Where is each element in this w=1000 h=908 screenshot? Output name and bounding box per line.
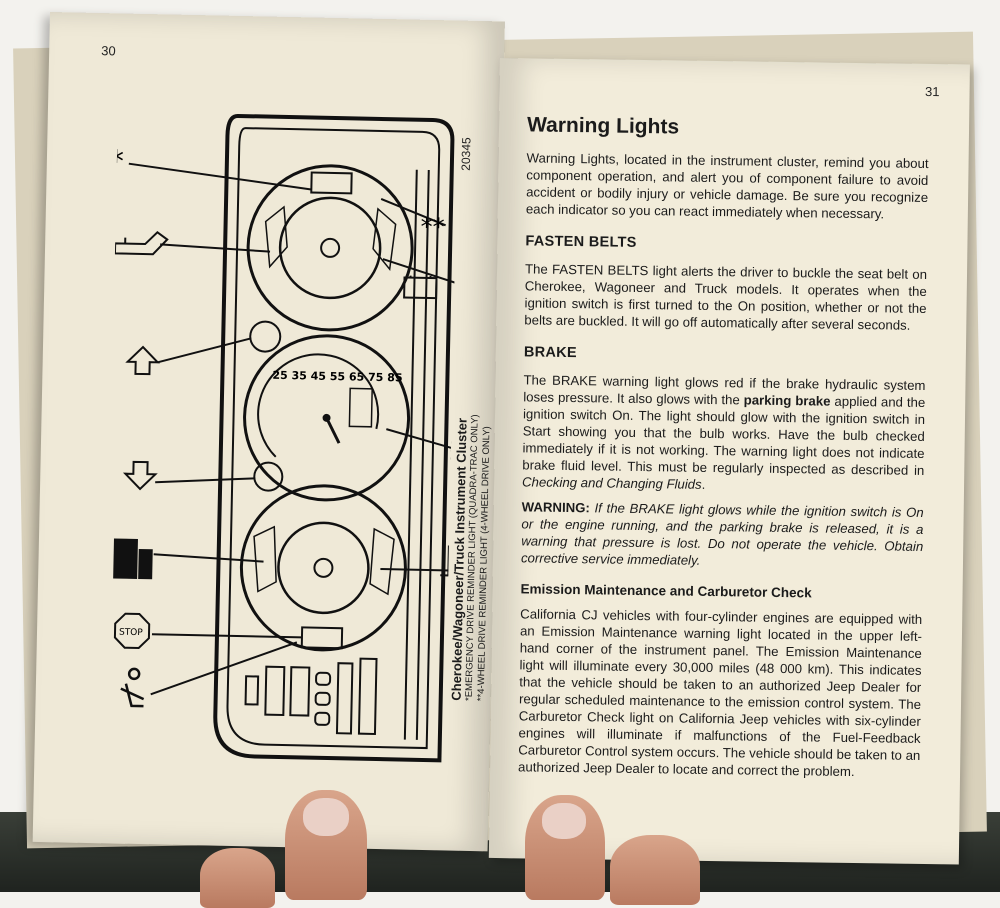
fuel-pump-icon bbox=[113, 538, 153, 579]
fasten-belts-heading: FASTEN BELTS bbox=[525, 233, 927, 256]
bottom-gauge-fuel-temp bbox=[240, 484, 407, 651]
brake-end: . bbox=[702, 477, 706, 492]
emission-heading: Emission Maintenance and Carburetor Chec… bbox=[520, 580, 922, 603]
brake-reference: Checking and Changing Fluids bbox=[522, 474, 702, 492]
instrument-cluster-diagram: 25 35 45 55 65 75 85 bbox=[104, 93, 458, 790]
brake-heading: BRAKE bbox=[524, 344, 926, 367]
left-page: 30 25 35 45 55 65 75 85 bbox=[33, 12, 505, 851]
brake-paragraph: The BRAKE warning light glows red if the… bbox=[522, 371, 926, 496]
finger-left bbox=[200, 848, 275, 908]
parking-brake-term: parking brake bbox=[744, 392, 831, 408]
battery-icon bbox=[404, 275, 436, 298]
emission-paragraph: California CJ vehicles with four-cylinde… bbox=[518, 605, 922, 781]
page-number-right: 31 bbox=[925, 84, 940, 99]
right-page: 31 Warning Lights Warning Lights, locate… bbox=[489, 58, 970, 864]
thumb-left bbox=[285, 790, 367, 900]
seat-belt-icon bbox=[120, 669, 144, 706]
figure-caption: Cherokee/Wagoneer/Truck Instrument Clust… bbox=[449, 414, 494, 701]
top-gauge-oil-battery bbox=[246, 164, 413, 331]
panel-switches bbox=[245, 656, 377, 734]
page-number-left: 30 bbox=[101, 43, 116, 58]
finger-right bbox=[610, 835, 700, 905]
stop-sign-icon: STOP bbox=[115, 614, 150, 649]
right-page-text: Warning Lights Warning Lights, located i… bbox=[518, 116, 929, 789]
single-star-callout: * bbox=[109, 144, 125, 179]
section-title: Warning Lights bbox=[527, 116, 929, 139]
fasten-belts-paragraph: The FASTEN BELTS light alerts the driver… bbox=[524, 260, 927, 334]
warning-paragraph: WARNING: If the BRAKE light glows while … bbox=[521, 498, 924, 572]
up-arrow-icon bbox=[127, 347, 158, 375]
svg-text:STOP: STOP bbox=[119, 628, 143, 639]
figure-code: 20345 bbox=[459, 137, 474, 171]
indicator-lamp-up bbox=[250, 321, 281, 352]
svg-text:25 35 45 55 65 75 85: 25 35 45 55 65 75 85 bbox=[272, 369, 402, 385]
oil-can-icon bbox=[115, 231, 167, 254]
double-star-callout: ** bbox=[420, 213, 445, 241]
speedometer: 25 35 45 55 65 75 85 bbox=[243, 334, 410, 501]
down-arrow-icon bbox=[125, 462, 156, 490]
warning-label: WARNING: bbox=[522, 499, 590, 515]
thumb-right bbox=[525, 795, 605, 900]
intro-paragraph: Warning Lights, located in the instrumen… bbox=[526, 149, 929, 223]
